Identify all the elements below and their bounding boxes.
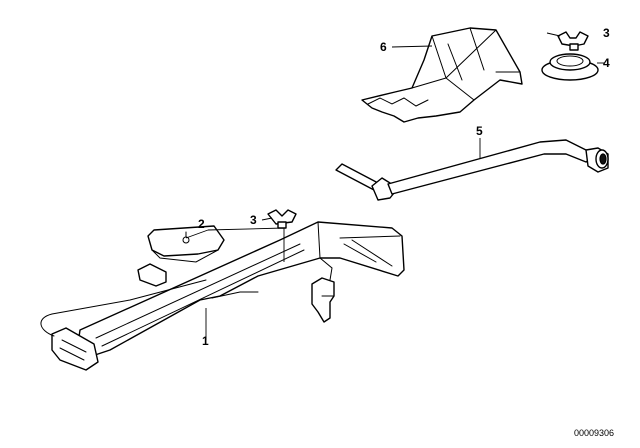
grommet[interactable]	[541, 53, 599, 81]
wheel-wrench[interactable]	[335, 139, 609, 201]
jack[interactable]	[40, 221, 405, 371]
wheel-chock[interactable]	[361, 27, 523, 123]
callout-3-lower: 3	[250, 213, 257, 227]
wing-nut-upper[interactable]	[557, 31, 589, 51]
callout-6: 6	[380, 40, 387, 54]
callout-5: 5	[476, 124, 483, 138]
wing-nut-lower[interactable]	[267, 209, 297, 229]
support-plate[interactable]	[147, 225, 225, 263]
callout-labels: 6 3 4 5 2 3 1 00009306	[198, 26, 614, 438]
callout-3-upper: 3	[603, 26, 610, 40]
diagram-number: 00009306	[574, 428, 614, 438]
leader-lines	[185, 32, 605, 340]
callout-4: 4	[603, 56, 610, 70]
callout-1: 1	[202, 334, 209, 348]
callout-2: 2	[198, 217, 205, 231]
